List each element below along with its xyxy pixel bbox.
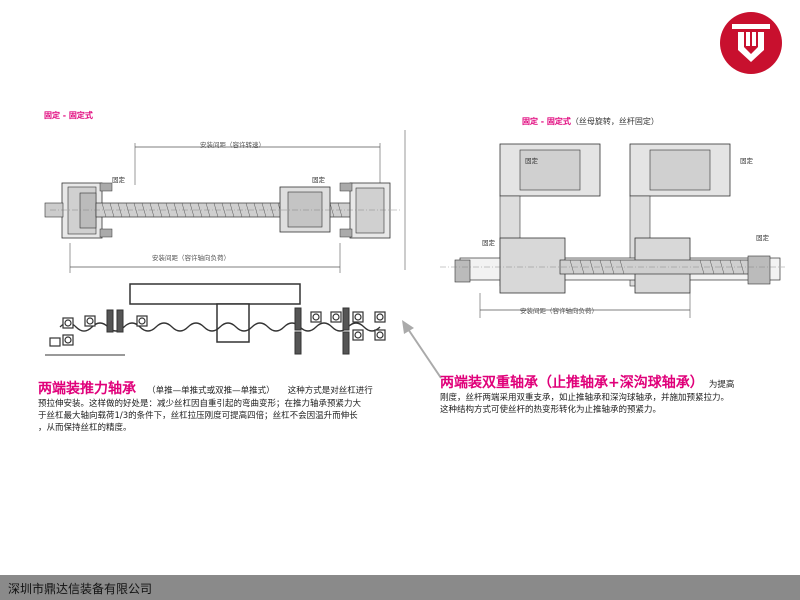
left-title-faded: 推力轴承 bbox=[80, 381, 136, 397]
left-body-line-2: 预拉伸安装。这样做的好处是：减少丝杠因自重引起的弯曲变形；在推力轴承预紧力大 bbox=[38, 399, 362, 409]
left-ballscrew-diagram bbox=[44, 130, 406, 273]
thrust-bearing-schematic bbox=[45, 283, 386, 356]
right-ballscrew-diagram bbox=[440, 143, 785, 318]
right-text-block: 两端装双重轴承（止推轴承+深沟球轴承） 为提高 刚度，丝杆两端采用双重支承，如止… bbox=[440, 372, 792, 416]
left-title-main: 两端装 bbox=[38, 381, 80, 397]
right-fixed-label-1: 固定 bbox=[525, 157, 538, 165]
right-fixed-label-4: 固定 bbox=[756, 234, 769, 242]
left-intro-text: 这种方式是对丝杠进行 bbox=[287, 386, 373, 396]
footer-company-name: 深圳市鼎达信装备有限公司 bbox=[8, 582, 153, 596]
left-fixed-label-2: 固定 bbox=[312, 176, 325, 184]
left-text-block: 两端装推力轴承 （单推—单推式或双推—单推式） 这种方式是对丝杠进行 预拉伸安装… bbox=[38, 378, 438, 434]
right-intro-text: 为提高 bbox=[708, 380, 735, 390]
pointer-arrow-icon bbox=[402, 320, 442, 379]
right-body-line-2: 刚度，丝杆两端采用双重支承，如止推轴承和深沟球轴承，并施加预紧拉力。 bbox=[440, 393, 730, 403]
footer-bar: 深圳市鼎达信装备有限公司 bbox=[0, 575, 800, 600]
right-diagram-caption-wrap: 固定 - 固定式（丝母旋转，丝杆固定） bbox=[522, 116, 659, 127]
right-diagram-caption: 固定 - 固定式 bbox=[522, 117, 571, 126]
right-diagram-caption-note: （丝母旋转，丝杆固定） bbox=[570, 117, 659, 126]
left-title-note: （单推—单推式或双推—单推式） bbox=[147, 386, 275, 396]
left-top-dim-label: 安装间距（容许转速） bbox=[200, 141, 265, 149]
right-fixed-label-2: 固定 bbox=[740, 157, 753, 165]
right-fixed-label-3: 固定 bbox=[482, 239, 495, 247]
company-logo-icon bbox=[720, 12, 782, 74]
left-diagram-caption: 固定 - 固定式 bbox=[44, 111, 93, 120]
left-body-line-4: ，从而保持丝杠的精度。 bbox=[38, 423, 132, 433]
left-bottom-dim-label: 安装间距（容许轴向负荷） bbox=[152, 254, 230, 262]
right-title: 两端装双重轴承（止推轴承+深沟球轴承） bbox=[440, 375, 704, 391]
left-fixed-label-1: 固定 bbox=[112, 176, 125, 184]
right-bottom-dim-label: 安装间距（容许轴向负荷） bbox=[520, 307, 598, 315]
left-body-line-3: 于丝杠最大轴向载荷1/3的条件下，丝杠拉压刚度可提高四倍；丝杠不会因温升而伸长 bbox=[38, 411, 358, 421]
right-body-line-3: 这种结构方式可使丝杆的热变形转化为止推轴承的预紧力。 bbox=[440, 405, 662, 415]
